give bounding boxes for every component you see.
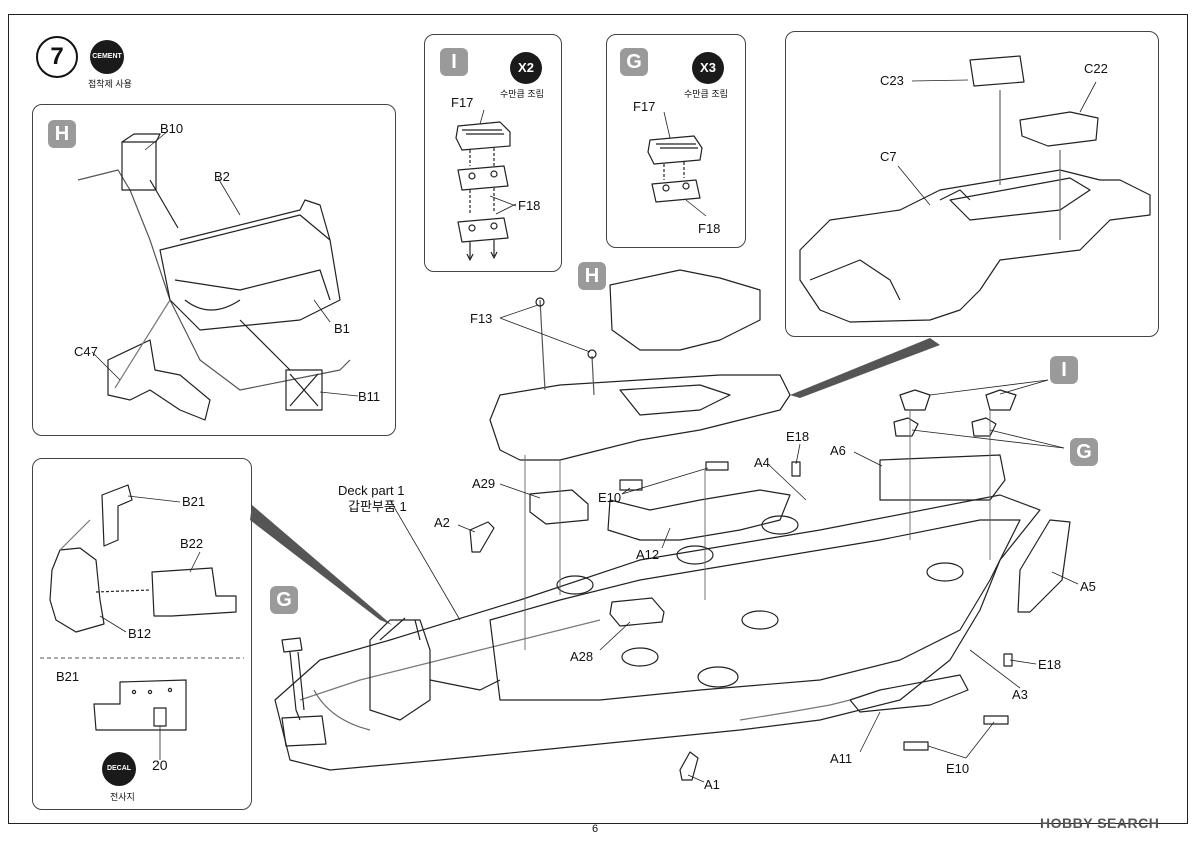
tag-h-main: H: [578, 262, 606, 290]
label-b21: B21: [182, 494, 206, 509]
label-decal-number: 20: [152, 757, 168, 773]
tag-h: H: [48, 120, 76, 148]
label-b22: B22: [180, 536, 204, 551]
label-a3: A3: [1012, 687, 1028, 702]
step-number: 7: [36, 36, 78, 78]
label-a28: A28: [570, 649, 594, 664]
secondary-parts-illustration: [281, 389, 1071, 781]
decal-icon: DECAL: [102, 752, 136, 786]
cement-caption: 접착제 사용: [88, 79, 132, 89]
tag-i: I: [440, 48, 468, 76]
label-c23: C23: [880, 73, 904, 88]
label-f13: F13: [470, 311, 493, 326]
b12-assembly-illustration: [49, 484, 237, 633]
page-number: 6: [592, 823, 599, 835]
b21-decal-illustration: [93, 679, 187, 731]
cement-icon: CEMENT: [90, 40, 124, 74]
label-b1: B1: [334, 321, 350, 336]
label-a12: A12: [636, 547, 660, 562]
panel-superstructure: [785, 31, 1159, 337]
label-b10: B10: [160, 121, 184, 136]
x2-badge: X2: [510, 52, 542, 84]
tag-i-main: I: [1050, 356, 1078, 384]
panel-b12: [32, 458, 252, 810]
tag-g-main: G: [1070, 438, 1098, 466]
label-f18-g: F18: [698, 221, 721, 236]
tag-g-left: G: [270, 586, 298, 614]
upper-deck-illustration: [489, 269, 791, 461]
label-e10-bottom: E10: [946, 761, 970, 776]
label-c47: C47: [74, 344, 98, 359]
label-b2: B2: [214, 169, 230, 184]
g-assembly-illustration: [647, 135, 703, 203]
label-a11: A11: [830, 751, 853, 766]
label-e10-top: E10: [598, 490, 622, 505]
i-assembly-illustration: [455, 121, 511, 261]
label-e18-top: E18: [786, 429, 810, 444]
decal-caption: 전사지: [110, 792, 135, 802]
label-a4: A4: [754, 455, 770, 470]
decal-label: DECAL: [106, 765, 132, 772]
h-assembly-illustration: [77, 133, 351, 421]
cement-label: CEMENT: [92, 53, 122, 60]
x3-badge: X3: [692, 52, 724, 84]
superstructure-illustration: [799, 55, 1151, 323]
deck-label-en: Deck part 1: [338, 483, 405, 498]
label-b11: B11: [358, 389, 381, 404]
tag-g-top: G: [620, 48, 648, 76]
label-b12: B12: [128, 626, 152, 641]
label-a5: A5: [1080, 579, 1096, 594]
label-c7: C7: [880, 149, 897, 164]
label-f18-i: F18: [518, 198, 541, 213]
label-a29: A29: [472, 476, 496, 491]
label-a1: A1: [704, 777, 720, 792]
page-border: [8, 14, 1188, 824]
label-a2: A2: [434, 515, 450, 530]
x3-caption: 수만큼 조립: [684, 89, 728, 99]
deck-label-ko: 갑판부품 1: [348, 499, 407, 514]
label-a6: A6: [830, 443, 846, 458]
label-e18-bottom: E18: [1038, 657, 1062, 672]
main-deck-illustration: [274, 494, 1041, 771]
label-b21-decal: B21: [56, 669, 80, 684]
label-f17-i: F17: [451, 95, 474, 110]
label-c22: C22: [1084, 61, 1108, 76]
watermark: HOBBY SEARCH: [1040, 815, 1160, 831]
label-f17-g: F17: [633, 99, 656, 114]
x2-caption: 수만큼 조립: [500, 89, 544, 99]
